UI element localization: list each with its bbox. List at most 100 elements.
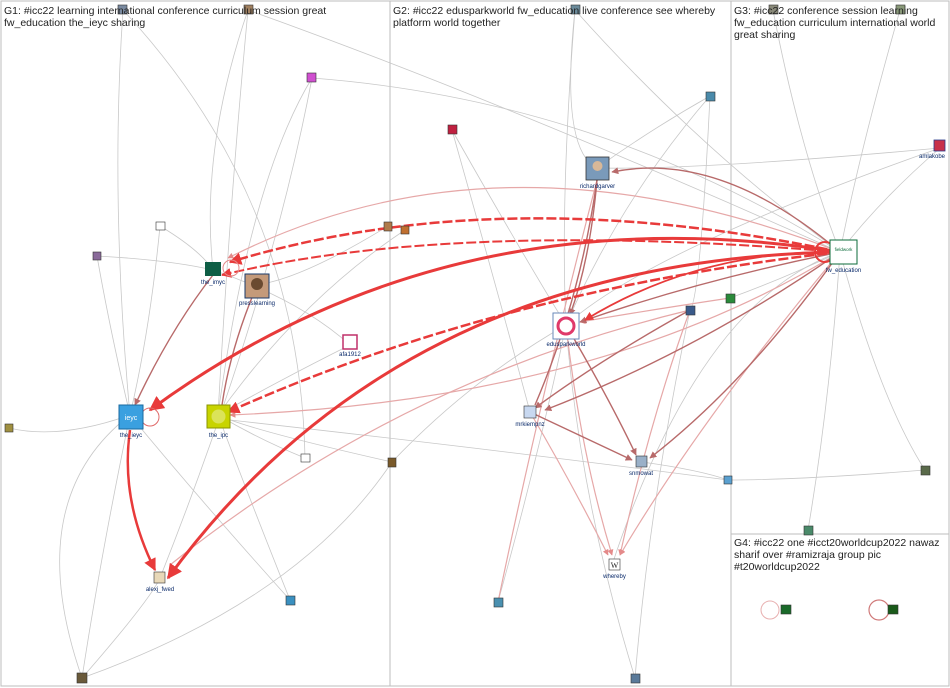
node-whereby-label: whereby — [602, 574, 626, 580]
edge — [808, 252, 840, 530]
edge — [452, 130, 566, 325]
node-afa1912-label: afa1912 — [339, 352, 361, 358]
node-small[interactable] — [726, 294, 735, 303]
edge — [228, 252, 840, 412]
node-the_ipc[interactable]: the_ipc — [207, 405, 230, 439]
grey-edges — [9, 10, 940, 678]
node-alexj_fwed-box — [154, 572, 165, 583]
self-loop-g4-2 — [869, 600, 889, 620]
node-small[interactable] — [804, 526, 813, 535]
node-small[interactable] — [77, 673, 87, 683]
edge — [82, 415, 130, 678]
node-small[interactable] — [494, 598, 503, 607]
node-small[interactable] — [384, 222, 392, 231]
small-nodes — [5, 5, 930, 683]
node-fw_education-box — [830, 240, 857, 264]
node-small[interactable] — [781, 605, 791, 614]
node-amlakobe-label: amlakobe — [919, 154, 946, 160]
edge — [635, 310, 690, 678]
mid-edges — [135, 168, 840, 460]
node-the_ipc-label: the_ipc — [209, 433, 228, 439]
node-the_ieyc-logo: ieyc — [125, 415, 138, 422]
edge — [530, 412, 632, 460]
edge — [597, 96, 710, 168]
edge — [128, 430, 155, 570]
node-richardgarver-avatar — [593, 161, 603, 171]
edge — [690, 96, 710, 310]
node-presslearning-label: presslearning — [239, 301, 275, 307]
edge — [9, 415, 130, 432]
node-small[interactable] — [401, 226, 409, 234]
self-loop-g4-1 — [761, 601, 779, 619]
group-label-g1: G1: #icc22 learning international confer… — [4, 5, 384, 29]
edge — [564, 10, 575, 325]
node-small[interactable] — [156, 222, 165, 230]
node-amlakobe-box — [934, 140, 945, 151]
edge — [566, 96, 710, 325]
node-fw_education[interactable]: fieldwork fw_education — [826, 240, 861, 274]
node-small[interactable] — [307, 73, 316, 82]
node-the_imyc[interactable]: the_imyc — [201, 262, 225, 286]
edge — [218, 415, 290, 600]
edge — [566, 325, 635, 678]
node-small[interactable] — [286, 596, 295, 605]
node-edusparkworld[interactable]: edusparkworld — [546, 313, 585, 348]
strong-edges — [128, 218, 840, 578]
node-small[interactable] — [5, 424, 13, 432]
group-label-g4: G4: #icc22 one #icct20worldcup2022 nawaz… — [734, 537, 944, 573]
node-afa1912-box — [343, 335, 357, 349]
edge — [840, 148, 940, 252]
node-alexj_fwed-label: alexj_fwed — [146, 587, 174, 593]
edge — [728, 470, 925, 480]
group-label-g3: G3: #icc22 conference session learning f… — [734, 5, 944, 41]
edge — [620, 310, 690, 555]
edge — [218, 78, 312, 415]
group-label-g2: G2: #icc22 edusparkworld fw_education li… — [393, 5, 727, 29]
edge — [566, 148, 940, 325]
node-mrkiempnz-box — [524, 406, 536, 418]
edge — [571, 10, 597, 168]
edge — [218, 415, 305, 458]
node-small[interactable] — [631, 674, 640, 683]
node-amlakobe[interactable]: amlakobe — [919, 140, 946, 160]
node-small[interactable] — [93, 252, 101, 260]
edge — [773, 10, 840, 252]
edge — [840, 252, 925, 470]
node-richardgarver[interactable]: richardgarver — [580, 157, 615, 190]
node-small[interactable] — [388, 458, 396, 467]
edge — [248, 10, 840, 252]
node-small[interactable] — [301, 454, 310, 462]
node-the_ieyc-label: the_ieyc — [120, 433, 142, 439]
edge — [218, 345, 350, 415]
node-snmowat-label: snmowat — [629, 471, 653, 477]
node-presslearning[interactable]: presslearning — [239, 274, 275, 307]
node-the_imyc-label: the_imyc — [201, 280, 225, 286]
edge — [97, 256, 130, 415]
edge — [452, 130, 530, 412]
node-the_ipc-logo — [212, 410, 226, 424]
node-small[interactable] — [921, 466, 930, 475]
node-small[interactable] — [448, 125, 457, 134]
node-small[interactable] — [888, 605, 898, 614]
node-small[interactable] — [686, 306, 695, 315]
node-presslearning-avatar — [251, 278, 263, 290]
edge — [650, 252, 840, 458]
node-snmowat-box — [636, 456, 647, 467]
node-the_ieyc[interactable]: ieyc the_ieyc — [119, 405, 143, 439]
node-mrkiempnz-label: mrkiempnz — [515, 422, 544, 428]
node-edusparkworld-label: edusparkworld — [546, 342, 585, 348]
node-whereby[interactable]: W whereby — [602, 559, 626, 580]
edge — [597, 148, 940, 168]
edge — [255, 226, 388, 285]
node-fw_education-logo: fieldwork — [835, 247, 854, 252]
node-fw_education-label: fw_education — [826, 268, 861, 274]
edge — [210, 10, 248, 270]
edge — [130, 226, 160, 415]
group-box-g1 — [1, 1, 390, 686]
node-whereby-logo: W — [611, 561, 619, 570]
node-afa1912[interactable]: afa1912 — [339, 335, 361, 358]
edge — [118, 10, 130, 415]
node-small[interactable] — [724, 476, 732, 484]
node-small[interactable] — [706, 92, 715, 101]
